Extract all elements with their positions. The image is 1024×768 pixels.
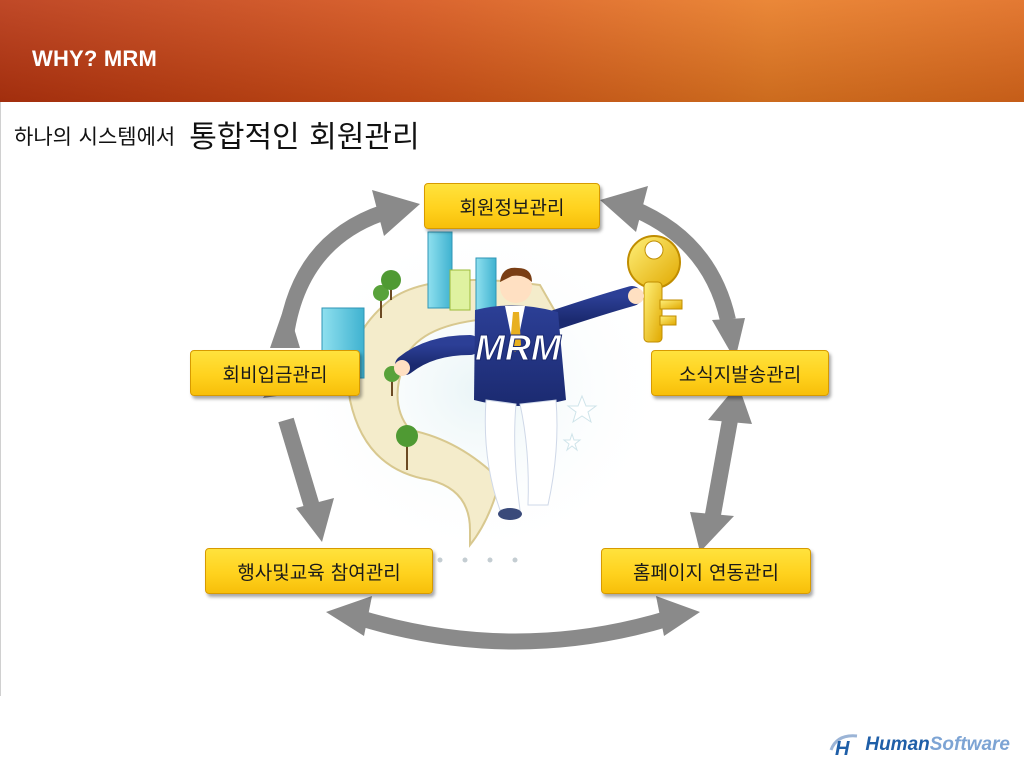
subtitle-emphasis: 통합적인 회원관리 bbox=[189, 120, 420, 155]
node-homepage-link: 홈페이지 연동관리 bbox=[601, 548, 811, 594]
cycle-arrows bbox=[278, 200, 738, 650]
company-logo: H HumanSoftware bbox=[827, 730, 1010, 760]
logo-human: Human bbox=[865, 734, 930, 755]
decorative-dots bbox=[437, 557, 518, 563]
arrow-right bbox=[704, 418, 738, 522]
arrow-top-left bbox=[278, 204, 388, 337]
businessman-figure bbox=[394, 267, 644, 520]
header-band bbox=[0, 0, 1024, 102]
trees bbox=[373, 270, 418, 470]
node-dues-payment: 회비입금관리 bbox=[190, 350, 360, 396]
left-divider bbox=[0, 102, 1, 696]
arrow-bottom bbox=[357, 610, 673, 650]
svg-text:H: H bbox=[835, 738, 850, 760]
logo-software: Software bbox=[929, 734, 1010, 755]
golden-key-icon bbox=[627, 235, 683, 343]
decorative-stars bbox=[562, 394, 598, 452]
subtitle-lead: 하나의 시스템에서 bbox=[14, 125, 176, 149]
center-label: MRM bbox=[475, 327, 562, 368]
arrow-top-right bbox=[628, 200, 736, 322]
node-newsletter: 소식지발송관리 bbox=[651, 350, 829, 396]
arrow-left bbox=[278, 417, 324, 523]
slide-title: WHY? MRM bbox=[32, 46, 158, 71]
slide-subtitle: 하나의 시스템에서 통합적인 회원관리 bbox=[14, 112, 420, 156]
h-swoosh-logo-icon: H bbox=[829, 734, 858, 760]
node-member-info: 회원정보관리 bbox=[424, 183, 600, 229]
node-events-education: 행사및교육 참여관리 bbox=[205, 548, 433, 594]
